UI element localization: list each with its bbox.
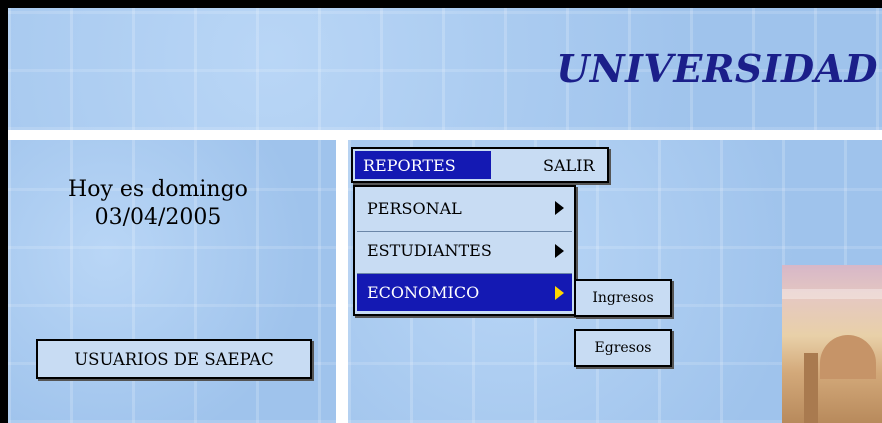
submenu-item-estudiantes[interactable]: ESTUDIANTES	[357, 231, 572, 269]
menu-salir[interactable]: SALIR	[543, 155, 595, 175]
painting-image	[782, 265, 882, 423]
submenu-item-economico[interactable]: ECONOMICO	[357, 273, 572, 311]
header-divider	[8, 130, 882, 140]
menu-reportes[interactable]: REPORTES	[355, 151, 491, 179]
page-title: UNIVERSIDAD	[556, 46, 878, 91]
submenu-item-label: ECONOMICO	[367, 283, 480, 302]
submenu-item-label: PERSONAL	[367, 198, 462, 218]
panel-divider	[336, 140, 348, 423]
submenu-item-egresos[interactable]: Egresos	[574, 329, 672, 367]
left-panel: Hoy es domingo 03/04/2005 USUARIOS DE SA…	[8, 140, 336, 423]
weekday-text: Hoy es domingo	[68, 177, 248, 202]
reportes-submenu: PERSONAL ESTUDIANTES ECONOMICO	[353, 185, 576, 316]
date-display: Hoy es domingo 03/04/2005	[38, 176, 278, 232]
submenu-arrow-icon	[555, 286, 564, 300]
submenu-item-ingresos[interactable]: Ingresos	[574, 279, 672, 317]
date-text: 03/04/2005	[94, 205, 222, 230]
submenu-item-personal[interactable]: PERSONAL	[357, 189, 572, 227]
users-button[interactable]: USUARIOS DE SAEPAC	[36, 339, 312, 379]
submenu-item-label: ESTUDIANTES	[367, 241, 492, 260]
header-banner: UNIVERSIDAD	[8, 8, 882, 130]
submenu-arrow-icon	[555, 244, 564, 258]
submenu-arrow-icon	[555, 201, 564, 215]
menu-bar: REPORTES SALIR	[351, 147, 609, 183]
